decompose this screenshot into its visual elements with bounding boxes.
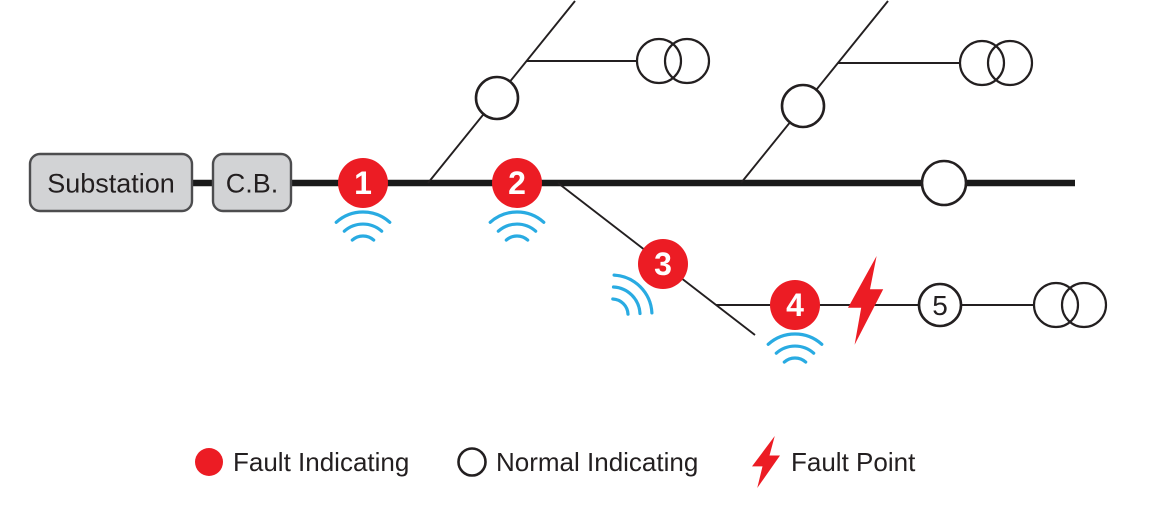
normal-indicator-5-circle xyxy=(917,282,963,328)
circuit-breaker-box: C.B. xyxy=(211,152,293,213)
signal-wave-arc xyxy=(488,210,546,224)
transformer-2-primary-circle xyxy=(958,39,1006,87)
transformer-1-secondary-circle xyxy=(663,37,711,85)
transformer-2-icon xyxy=(958,39,1034,87)
signal-waves-1-icon xyxy=(334,210,392,242)
signal-wave-arc xyxy=(612,273,654,315)
legend-normal-indicator-icon xyxy=(457,447,487,477)
fault-indicator-2-number: 2 xyxy=(508,165,526,201)
fault-indicator-4-circle xyxy=(770,280,820,330)
substation-box: Substation xyxy=(28,152,194,213)
legend-fault-point-label: Fault Point xyxy=(791,447,916,477)
transformer-2-secondary-circle xyxy=(986,39,1034,87)
substation-label: Substation xyxy=(47,169,175,199)
fault-indicator-2-circle xyxy=(492,158,542,208)
substation-rect xyxy=(28,152,194,213)
signal-wave-arc xyxy=(782,356,808,364)
fault-point-bolt-shape xyxy=(848,256,884,345)
circuit-breaker-label: C.B. xyxy=(226,169,279,199)
transformer-3-secondary-circle xyxy=(1060,281,1108,329)
transformer-3-icon xyxy=(1032,281,1108,329)
signal-waves-4-icon xyxy=(766,332,824,364)
normal-indicator-branch-1-circle xyxy=(474,75,520,121)
legend-fault-indicator-icon xyxy=(195,448,223,476)
signal-wave-arc xyxy=(342,222,384,233)
legend-item-normal-indicating: Normal Indicating xyxy=(457,447,698,477)
transformer-3-primary-circle xyxy=(1032,281,1080,329)
normal-indicator-5-number: 5 xyxy=(932,290,948,321)
signal-wave-arc xyxy=(611,297,630,316)
legend-item-fault-point: Fault Point xyxy=(752,436,916,488)
transformer-1-icon xyxy=(635,37,711,85)
lateral-branch-2 xyxy=(740,0,960,184)
signal-wave-arc xyxy=(350,234,376,242)
fault-indicator-3: 3 xyxy=(638,239,688,289)
fault-indicator-3-number: 3 xyxy=(654,246,672,282)
fault-indicator-2: 2 xyxy=(492,158,542,208)
signal-wave-arc xyxy=(611,285,642,316)
signal-waves-2-icon xyxy=(488,210,546,242)
fault-indicator-1: 1 xyxy=(338,158,388,208)
signal-wave-arc xyxy=(496,222,538,233)
transformer-1-primary-circle xyxy=(635,37,683,85)
fault-indicator-1-circle xyxy=(338,158,388,208)
normal-indicator-feeder-end xyxy=(920,159,968,207)
legend: Fault Indicating Normal Indicating Fault… xyxy=(195,436,916,488)
fault-point-bolt-icon xyxy=(848,256,884,345)
signal-wave-arc xyxy=(766,332,824,346)
legend-item-fault-indicating: Fault Indicating xyxy=(195,447,409,477)
normal-indicator-feeder-end-circle xyxy=(920,159,968,207)
normal-indicator-branch-2-circle xyxy=(780,83,826,129)
normal-indicator-branch-2 xyxy=(780,83,826,129)
fault-indicator-1-number: 1 xyxy=(354,165,372,201)
signal-waves-3-icon xyxy=(611,273,654,316)
legend-normal-indicating-label: Normal Indicating xyxy=(496,447,698,477)
legend-fault-point-bolt-icon xyxy=(752,436,780,488)
signal-wave-arc xyxy=(504,234,530,242)
circuit-breaker-rect xyxy=(211,152,293,213)
legend-fault-indicating-label: Fault Indicating xyxy=(233,447,409,477)
signal-wave-arc xyxy=(774,344,816,355)
normal-indicator-5: 5 xyxy=(917,282,963,328)
normal-indicator-branch-1 xyxy=(474,75,520,121)
fault-indicator-4: 4 xyxy=(770,280,820,330)
lateral-branch-1 xyxy=(427,0,637,184)
fault-indicator-4-number: 4 xyxy=(786,287,804,323)
fault-indicator-3-circle xyxy=(638,239,688,289)
signal-wave-arc xyxy=(334,210,392,224)
